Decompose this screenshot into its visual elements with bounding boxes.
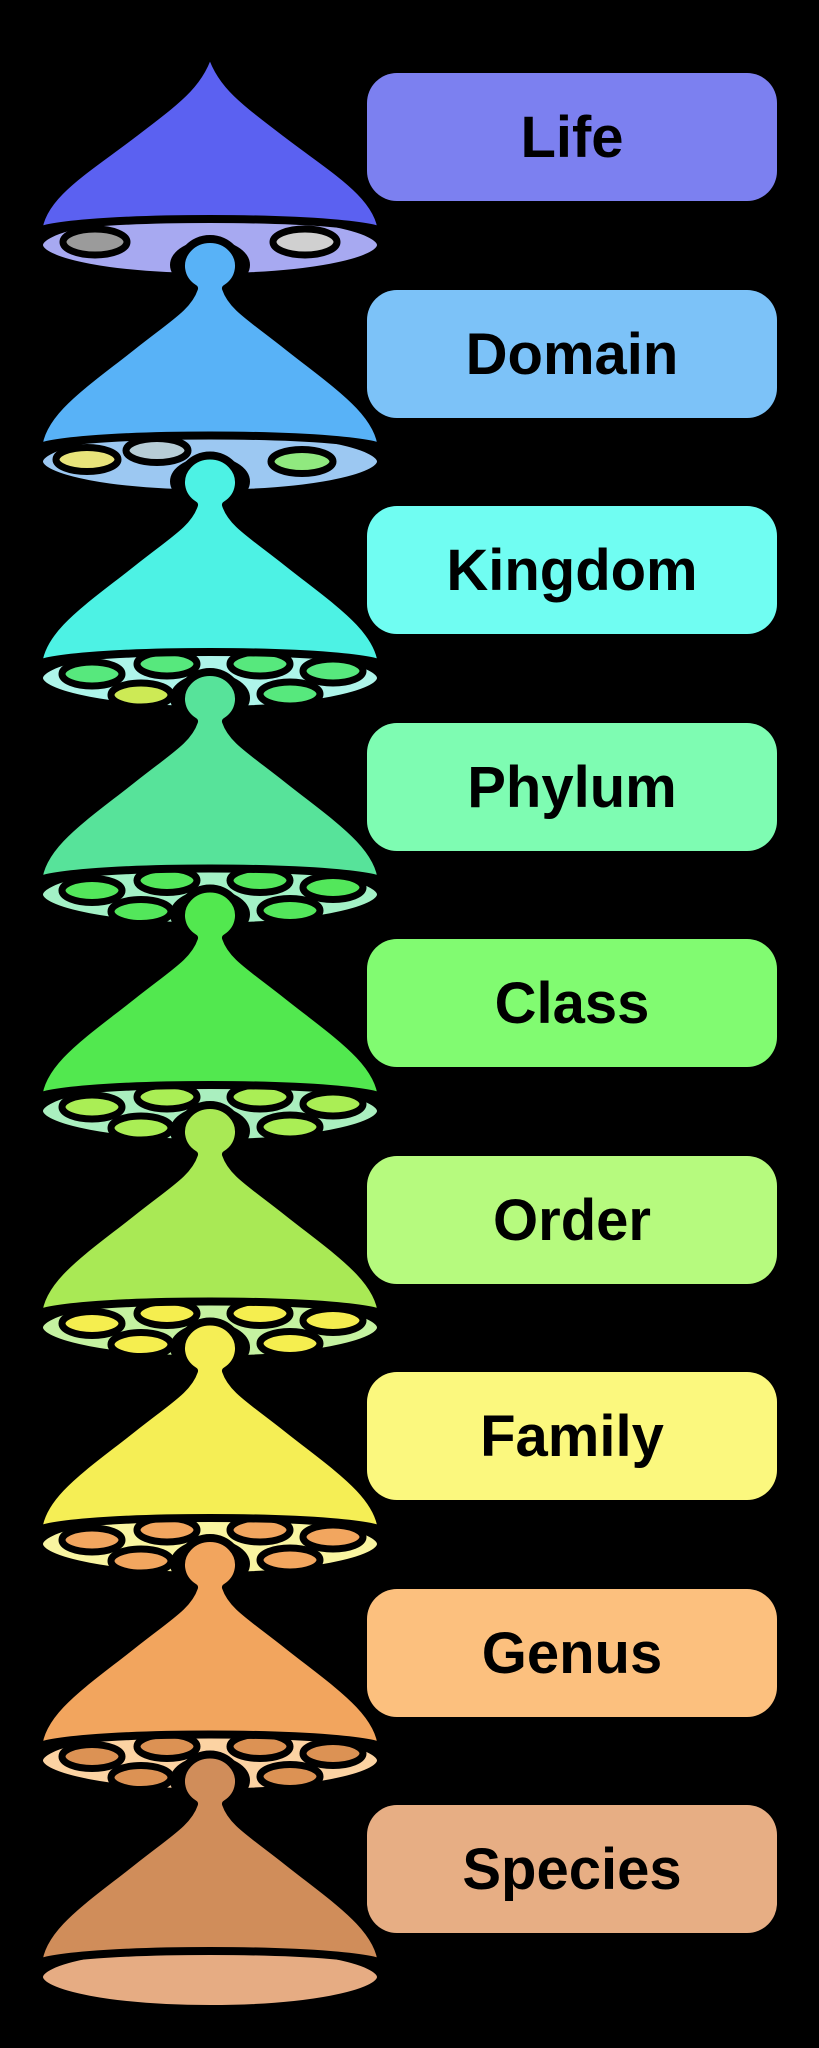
sub-group-ellipse xyxy=(107,896,175,927)
onion-dome xyxy=(34,884,386,1103)
onion-class xyxy=(34,884,386,1156)
rank-label-text: Life xyxy=(520,104,624,170)
rank-label-domain: Domain xyxy=(367,290,777,418)
sub-group-ellipse xyxy=(52,444,122,475)
rank-label-genus: Genus xyxy=(367,1589,777,1717)
sub-group-ellipse xyxy=(256,1111,324,1143)
rank-label-text: Family xyxy=(480,1403,664,1469)
sub-group-ellipse xyxy=(58,1091,126,1123)
sub-group-ellipse xyxy=(58,1524,126,1556)
rank-label-text: Class xyxy=(494,970,650,1036)
onion-dome xyxy=(34,1533,386,1753)
rank-label-text: Order xyxy=(493,1187,651,1253)
rank-label-order: Order xyxy=(367,1156,777,1284)
sub-group-ellipse xyxy=(59,225,131,259)
sub-group-ellipse xyxy=(299,1521,367,1553)
rank-label-class: Class xyxy=(367,939,777,1067)
sub-group-ellipse xyxy=(58,1308,126,1339)
sub-group-ellipse xyxy=(58,875,126,906)
sub-group-ellipse xyxy=(58,658,126,690)
rank-label-text: Species xyxy=(462,1836,682,1902)
onion-dome xyxy=(34,1750,386,1969)
rank-label-family: Family xyxy=(367,1372,777,1500)
rank-label-kingdom: Kingdom xyxy=(367,506,777,634)
rank-label-text: Genus xyxy=(481,1620,663,1686)
onion-dome xyxy=(34,45,386,237)
onion-family xyxy=(34,1317,386,1589)
sub-group-ellipse xyxy=(256,1544,324,1576)
sub-group-ellipse xyxy=(299,1088,367,1120)
sub-group-ellipse xyxy=(299,1738,367,1769)
sub-group-ellipse xyxy=(269,225,341,259)
sub-group-ellipse xyxy=(267,446,337,477)
sub-group-ellipse xyxy=(107,1762,175,1793)
rank-label-text: Phylum xyxy=(467,754,677,820)
onion-order xyxy=(34,1100,386,1373)
onion-dome xyxy=(34,234,386,454)
rank-label-text: Domain xyxy=(465,321,679,387)
onion-dome xyxy=(34,1100,386,1320)
rank-label-phylum: Phylum xyxy=(367,723,777,851)
sub-group-ellipse xyxy=(58,1741,126,1772)
onion-dome xyxy=(34,451,386,670)
sub-group-ellipse xyxy=(256,895,324,926)
rank-label-species: Species xyxy=(367,1805,777,1933)
sub-group-ellipse xyxy=(256,678,324,710)
rank-label-text: Kingdom xyxy=(446,537,698,603)
sub-group-ellipse xyxy=(107,1545,175,1577)
onion-species xyxy=(34,1750,386,2013)
sub-group-ellipse xyxy=(107,1329,175,1360)
sub-group-ellipse xyxy=(299,1305,367,1336)
sub-group-ellipse xyxy=(299,655,367,687)
rank-label-life: Life xyxy=(367,73,777,201)
sub-group-ellipse xyxy=(107,679,175,711)
sub-group-ellipse xyxy=(256,1328,324,1359)
sub-group-ellipse xyxy=(299,872,367,903)
sub-group-ellipse xyxy=(256,1761,324,1792)
sub-group-ellipse xyxy=(107,1112,175,1144)
sub-group-ellipse xyxy=(122,435,192,466)
onion-dome xyxy=(34,667,386,887)
onion-dome xyxy=(34,1317,386,1536)
